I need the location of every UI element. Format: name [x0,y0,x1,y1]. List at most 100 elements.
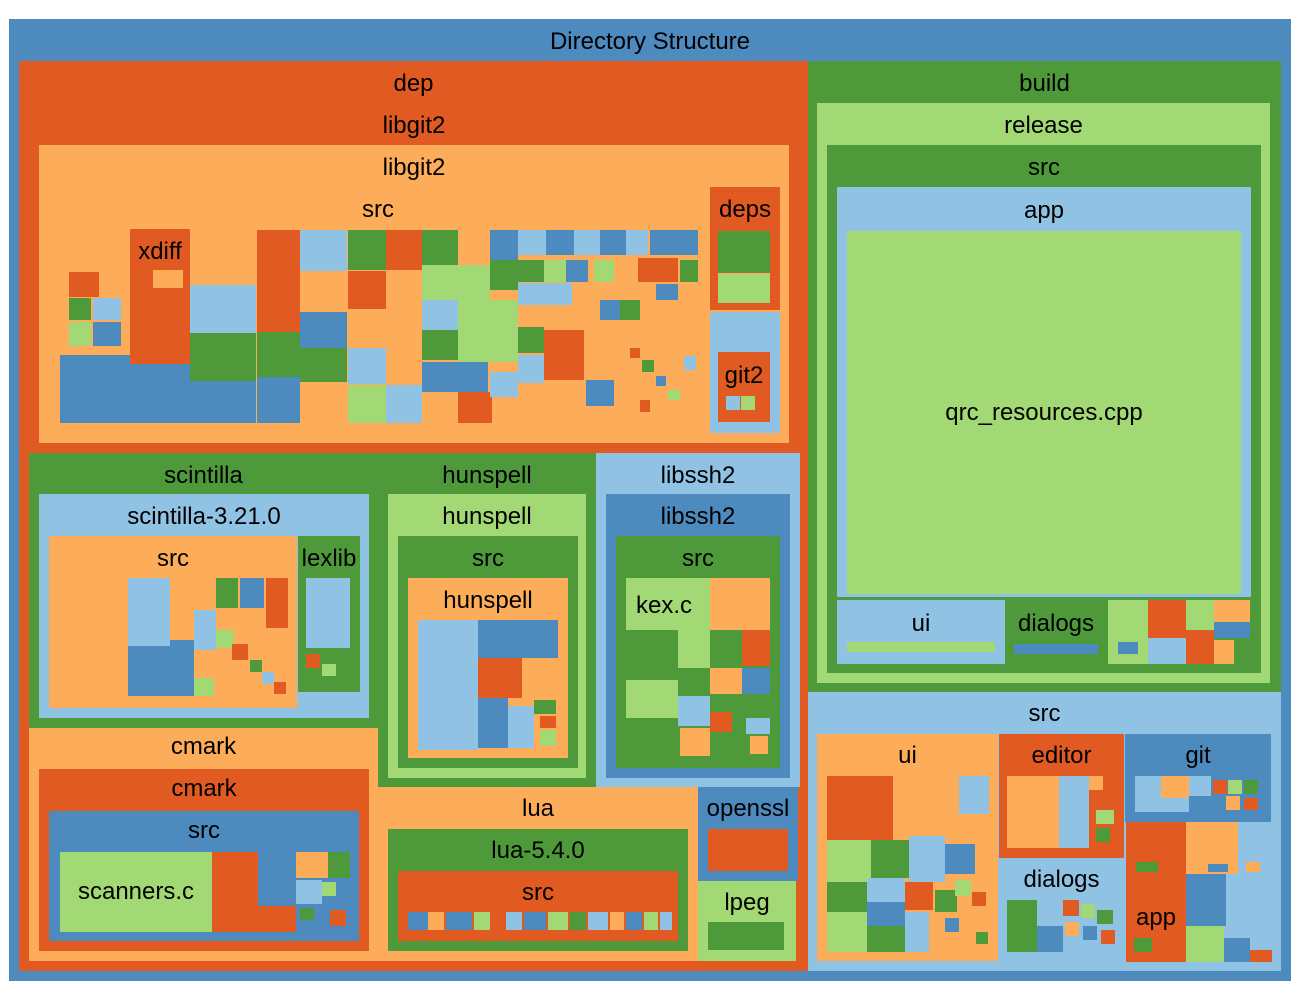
file-block [540,730,556,746]
file-block [153,270,183,288]
file-block [905,882,933,910]
file-block [680,728,710,756]
file-block [69,322,91,346]
file-block [750,736,768,754]
file-block [544,330,584,380]
file-block [534,700,556,714]
file-block [474,912,490,930]
file-block [478,698,508,748]
file-block [216,578,238,608]
file-block [1081,904,1095,918]
node-kex-c[interactable]: kex.c [626,578,710,630]
node-git2[interactable]: git2 [718,352,770,422]
file-block [348,271,386,309]
node-libssh2-outer-label: libssh2 [660,462,736,489]
node-qrc-resources-cpp[interactable]: qrc_resources.cpp [847,231,1241,594]
node-build-ui[interactable]: ui [837,600,1005,664]
file-block [524,912,546,930]
file-block [422,362,488,392]
file-block [660,912,672,930]
file-block [1037,900,1063,926]
file-block [1189,776,1211,796]
node-build-dialogs[interactable]: dialogs [1006,600,1106,664]
node-git2-label: git2 [724,362,764,389]
file-block [600,300,620,320]
file-block [905,912,929,952]
file-block [518,230,546,255]
file-block [1214,600,1250,622]
file-block [1083,926,1097,940]
file-block [348,385,386,423]
file-block [640,400,650,412]
node-lexlib-label: lexlib [301,545,357,572]
file-block [871,840,909,878]
file-block [478,620,558,658]
node-build-dialogs-label: dialogs [1017,610,1095,637]
file-block [518,355,544,383]
file-block [1096,810,1114,824]
file-block [69,272,99,297]
file-block [1186,926,1224,962]
file-block [322,882,336,896]
file-block [190,333,256,381]
file-block [570,912,586,930]
node-src-git-label: git [1185,742,1211,769]
file-block [650,230,698,255]
file-block [548,912,568,930]
node-libssh2-inner-label: libssh2 [660,503,736,530]
node-lua-src[interactable]: src [398,871,678,941]
node-libgit2-outer-label: libgit2 [382,112,446,139]
file-block [422,265,490,300]
node-lua-label: lua [521,795,555,822]
file-block [216,630,234,648]
file-block [306,578,350,648]
file-block [935,890,957,912]
file-block [1226,882,1272,938]
file-block [708,922,784,950]
node-scanners-c[interactable]: scanners.c [60,852,212,932]
file-block [742,630,770,666]
node-kex-c-label: kex.c [636,592,693,619]
file-block [128,578,170,646]
file-block [69,298,91,320]
file-block [506,912,522,930]
file-block [955,880,971,896]
file-block [642,360,654,372]
file-block [630,348,640,358]
file-block [458,392,492,423]
node-hunspell-mid-label: hunspell [442,503,532,530]
file-block [1101,930,1115,944]
file-block [976,932,988,944]
file-block [600,230,626,255]
file-block [718,273,770,303]
file-block [684,356,696,370]
node-src-editor-label: editor [1031,742,1092,769]
node-scintilla-label: scintilla [164,462,243,489]
file-block [574,230,600,255]
node-build-label: build [1019,70,1070,97]
file-block [1186,874,1226,926]
file-block [330,910,346,926]
file-block [626,230,648,255]
file-block [194,678,214,696]
file-block [638,258,678,282]
file-block [893,776,921,840]
file-block [656,284,678,300]
file-block [257,332,300,377]
file-block [258,906,296,932]
file-block [594,260,614,282]
file-block [1244,780,1258,794]
file-block [348,348,386,384]
node-cmark-src-label: src [188,817,220,844]
file-block [257,230,300,332]
file-block [620,300,640,320]
file-block [1059,776,1089,848]
file-block [1007,776,1059,848]
file-block [710,668,742,694]
file-block [1224,938,1250,962]
file-block [566,260,588,282]
file-block [490,260,518,290]
file-block [1214,622,1250,638]
node-xdiff[interactable]: xdiff [130,229,190,364]
file-block [1250,950,1272,962]
